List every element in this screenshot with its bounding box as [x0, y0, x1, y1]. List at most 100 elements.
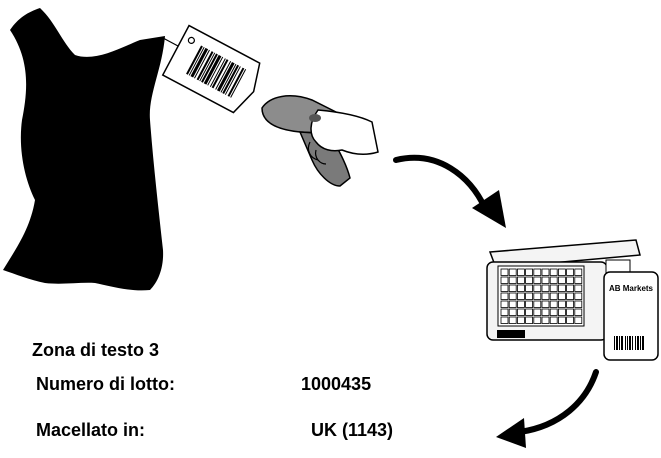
- scale-key: [558, 316, 566, 324]
- meat-carcass-icon: [3, 8, 165, 291]
- barcode-bar: [230, 69, 247, 98]
- scale-key: [500, 292, 509, 300]
- scale-key: [574, 300, 583, 308]
- label-printing-scale-icon: [486, 239, 641, 341]
- scale-key: [574, 292, 583, 300]
- scale-key: [500, 276, 509, 284]
- barcode-bar: [196, 51, 214, 81]
- barcode-bar: [224, 66, 241, 95]
- barcode-bar: [637, 336, 639, 350]
- printed-label-icon: AB Markets: [603, 271, 659, 361]
- scale-key: [541, 316, 550, 324]
- barcode-bar: [642, 336, 644, 350]
- barcode-bar: [203, 54, 222, 85]
- scale-key: [566, 276, 574, 284]
- scale-key: [549, 276, 558, 284]
- scale-key: [566, 284, 574, 292]
- lot-number-label: Numero di lotto:: [36, 374, 175, 394]
- scale-key: [549, 300, 558, 308]
- scale-key: [558, 308, 566, 316]
- scale-key: [517, 292, 525, 300]
- scale-key: [533, 308, 542, 316]
- scale-key: [525, 276, 533, 284]
- barcode-bar: [209, 58, 226, 87]
- scale-key: [549, 292, 558, 300]
- scale-key: [500, 284, 509, 292]
- barcode-tag-icon: [161, 24, 261, 114]
- scale-key: [541, 292, 550, 300]
- scale-key: [525, 292, 533, 300]
- scale-key: [525, 284, 533, 292]
- scale-key: [533, 284, 542, 292]
- scale-key: [574, 316, 583, 324]
- barcode-scanner-icon: [261, 95, 379, 187]
- scale-key: [508, 284, 517, 292]
- barcode-bar: [616, 336, 618, 350]
- barcode-bar: [619, 336, 620, 350]
- scale-key: [558, 268, 566, 276]
- barcode-bar: [207, 56, 224, 86]
- scale-key: [549, 308, 558, 316]
- barcode-bar: [186, 45, 203, 75]
- scale-key: [500, 316, 509, 324]
- scale-key: [541, 300, 550, 308]
- barcode-bar: [621, 336, 623, 350]
- scale-key: [566, 268, 574, 276]
- scale-key: [574, 308, 583, 316]
- scale-key: [508, 308, 517, 316]
- scale-key: [500, 308, 509, 316]
- scale-key: [549, 316, 558, 324]
- slaughter-origin-label: Macellato in:: [36, 420, 146, 440]
- barcode-bar: [629, 336, 631, 350]
- label-brand: AB Markets: [609, 284, 654, 293]
- scale-key: [566, 292, 574, 300]
- scale-key: [517, 300, 525, 308]
- scale-key: [517, 276, 525, 284]
- scale-key: [533, 300, 542, 308]
- scale-key: [525, 316, 533, 324]
- barcode-bar: [640, 336, 641, 350]
- scale-key: [508, 300, 517, 308]
- text-zone-title: Zona di testo 3: [32, 340, 160, 360]
- barcode-bar: [199, 52, 216, 82]
- scale-key: [541, 268, 550, 276]
- scale-key: [566, 308, 574, 316]
- scale-key: [525, 268, 533, 276]
- scale-key: [533, 268, 542, 276]
- scale-key: [525, 300, 533, 308]
- tag-string: [162, 37, 179, 47]
- scale-key: [566, 300, 574, 308]
- lot-number-value: 1000435: [301, 374, 372, 394]
- slaughter-origin-value: UK (1143): [311, 420, 394, 440]
- scale-key: [549, 284, 558, 292]
- scale-key: [574, 284, 583, 292]
- barcode-bar: [627, 336, 628, 350]
- scale-key: [558, 292, 566, 300]
- scale-key: [525, 308, 533, 316]
- barcode-bar: [632, 336, 633, 350]
- barcode-bar: [635, 336, 636, 350]
- barcode-bar: [220, 63, 237, 93]
- barcode-bar: [614, 336, 615, 350]
- barcode-bar: [227, 67, 245, 97]
- barcode-bar: [625, 336, 626, 350]
- barcode-bar: [190, 47, 209, 78]
- barcode-bar: [194, 49, 210, 79]
- scale-key: [500, 268, 509, 276]
- scale-key: [558, 284, 566, 292]
- scale-key: [574, 268, 583, 276]
- barcode-bar: [216, 61, 235, 92]
- scale-key: [508, 292, 517, 300]
- scale-key: [517, 268, 525, 276]
- scale-key: [508, 316, 517, 324]
- scale-key: [574, 276, 583, 284]
- barcode-bar: [201, 53, 218, 83]
- scale-key: [517, 284, 525, 292]
- scale-key: [517, 316, 525, 324]
- barcode-bar: [211, 59, 229, 89]
- scale-key: [558, 276, 566, 284]
- barcode-bar: [215, 61, 232, 90]
- scale-key: [533, 276, 542, 284]
- scale-key: [566, 316, 574, 324]
